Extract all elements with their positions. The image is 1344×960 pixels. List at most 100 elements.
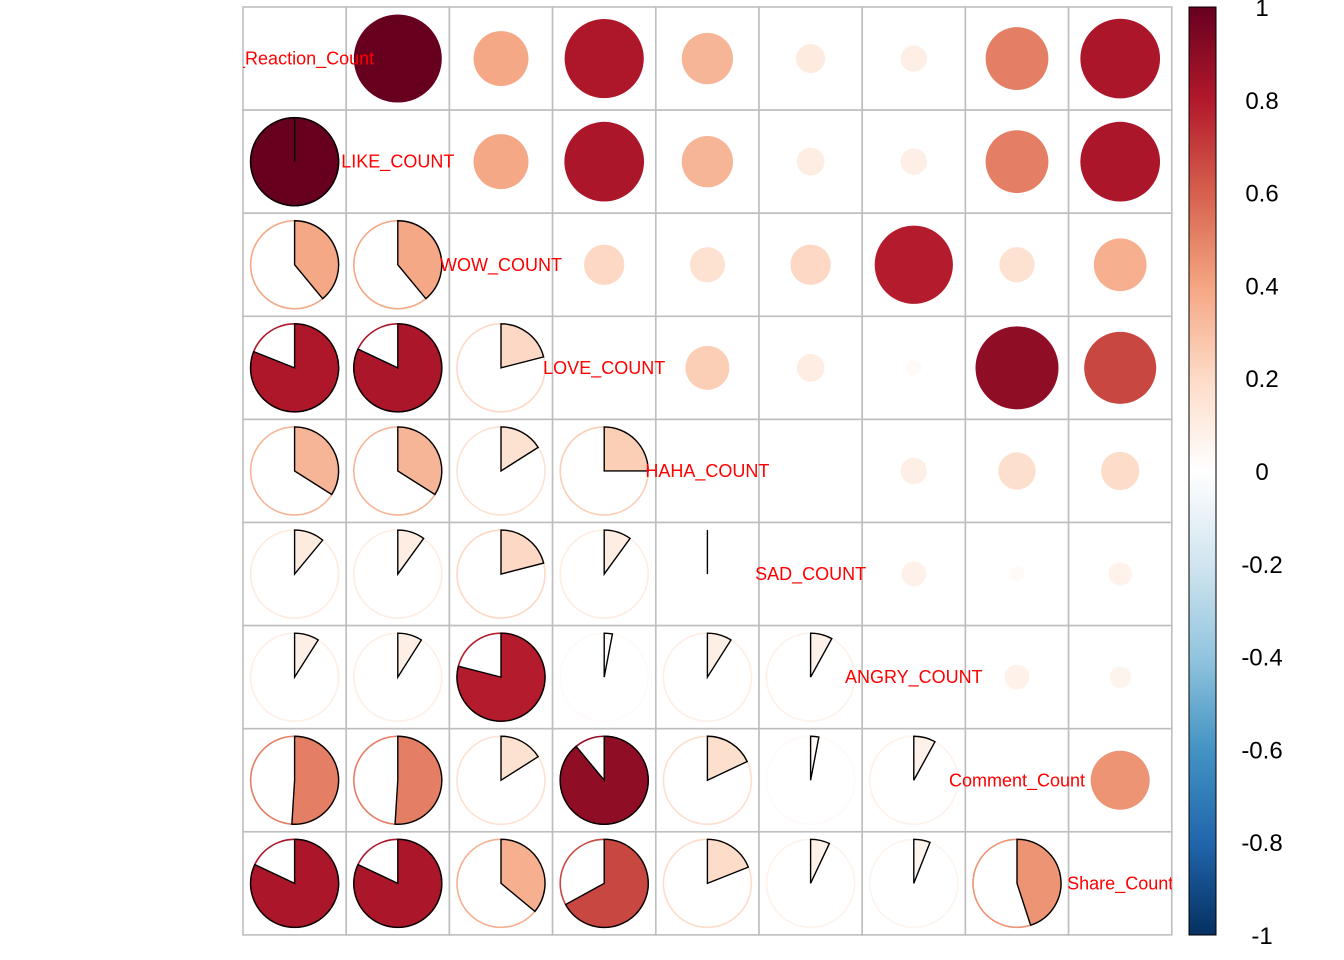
correlation-pie (249, 323, 340, 413)
pie-wedge (293, 220, 340, 300)
correlation-circle (685, 345, 730, 390)
correlation-pie (559, 632, 650, 722)
grid-cell (964, 6, 1070, 111)
correlation-circle (900, 45, 927, 72)
pie-wedge (603, 426, 649, 472)
pie-wedge (293, 529, 324, 576)
correlation-pie (249, 529, 340, 619)
pie-wedge (353, 323, 443, 413)
correlation-circle (584, 244, 625, 285)
grid-cell (758, 418, 863, 524)
correlation-pie (662, 529, 753, 619)
grid-cell (654, 109, 760, 214)
pie-wedge (397, 220, 443, 300)
pie-wedge (500, 323, 545, 369)
correlation-circle (790, 244, 831, 285)
colorbar-tick-label: 1 (1255, 0, 1268, 22)
correlation-circle (1009, 566, 1025, 582)
pie-wedge (603, 632, 614, 678)
correlation-circle (900, 457, 927, 485)
correlation-circle (901, 561, 927, 587)
correlation-circle (473, 134, 529, 190)
correlation-pie (352, 426, 443, 516)
colorbar-tick-label: -1 (1251, 923, 1272, 950)
correlation-pie (559, 735, 650, 826)
grid-cell (448, 212, 554, 318)
correlation-circle (900, 148, 927, 175)
correlation-pie (765, 838, 856, 929)
correlation-pie (765, 735, 856, 826)
pie-wedge (913, 838, 931, 884)
correlation-pie (972, 838, 1062, 929)
correlation-pie (249, 838, 340, 929)
correlation-pie (662, 735, 753, 826)
correlation-pie (249, 426, 340, 516)
correlation-pie (249, 219, 340, 310)
correlation-circle (796, 43, 826, 74)
grid-cell (1067, 830, 1173, 936)
pie-wedge (809, 632, 833, 678)
correlation-circle (874, 225, 953, 304)
correlation-pie (456, 735, 546, 826)
colorbar-gradient (1188, 6, 1217, 936)
correlation-pie (662, 632, 753, 722)
correlation-pie (352, 838, 443, 929)
colorbar-tick-label: -0.6 (1241, 737, 1282, 764)
pie-wedge (1016, 838, 1062, 927)
pie-wedge (809, 838, 831, 884)
grid-cell (242, 6, 347, 111)
grid-cell (551, 315, 657, 421)
pie-wedge (603, 529, 632, 577)
correlation-circle (998, 452, 1036, 490)
grid-cell (861, 624, 967, 730)
pie-wedge (809, 735, 820, 781)
pie-wedge (500, 529, 545, 575)
correlation-circle (1109, 666, 1131, 688)
variable-label: All_Reaction_Count (215, 49, 374, 70)
correlation-circle (796, 147, 825, 176)
correlation-pie (868, 735, 959, 826)
pie-wedge (249, 838, 340, 928)
pie-wedge (397, 426, 443, 496)
correlation-circle (1004, 664, 1030, 690)
correlation-circle (796, 353, 825, 382)
correlation-circle (1080, 121, 1161, 202)
grid-cell (551, 212, 657, 318)
pie-wedge (456, 632, 546, 722)
pie-wedge (706, 735, 749, 782)
correlation-pie (456, 323, 546, 413)
correlation-pie (352, 735, 443, 826)
pie-wedge (293, 632, 320, 680)
correlation-circle (681, 32, 734, 85)
marks-layer (249, 14, 1161, 929)
correlation-circle (975, 326, 1059, 410)
grid-cell (758, 521, 863, 627)
pie-wedge (397, 529, 425, 577)
correlation-circle (1084, 331, 1157, 404)
correlation-circle (985, 27, 1049, 90)
correlation-pie (249, 735, 340, 826)
pie-wedge (559, 735, 649, 825)
diagonal-labels: All_Reaction_CountLIKE_COUNTWOW_COUNTLOV… (215, 49, 1173, 895)
correlation-pie (352, 632, 443, 722)
pie-wedge (397, 632, 423, 680)
pie-wedge (706, 632, 732, 680)
correlation-pie (456, 529, 546, 619)
correlation-circle (473, 31, 529, 87)
pie-wedge (564, 838, 649, 929)
pie-wedge (291, 735, 340, 825)
pie-wedge (913, 735, 936, 781)
correlation-circle (906, 360, 922, 376)
pie-wedge (249, 323, 340, 413)
correlation-pie (559, 838, 650, 929)
colorbar-tick-label: 0.6 (1245, 181, 1278, 208)
correlation-circle (999, 247, 1035, 283)
correlation-pie (249, 632, 340, 722)
variable-label: Share_Count (1067, 873, 1173, 894)
correlation-pie (559, 426, 650, 516)
correlation-pie (456, 838, 546, 929)
colorbar-tick-label: 0.2 (1245, 366, 1278, 393)
colorbar-tick-label: -0.8 (1241, 830, 1282, 857)
variable-label: Comment_Count (949, 770, 1085, 791)
